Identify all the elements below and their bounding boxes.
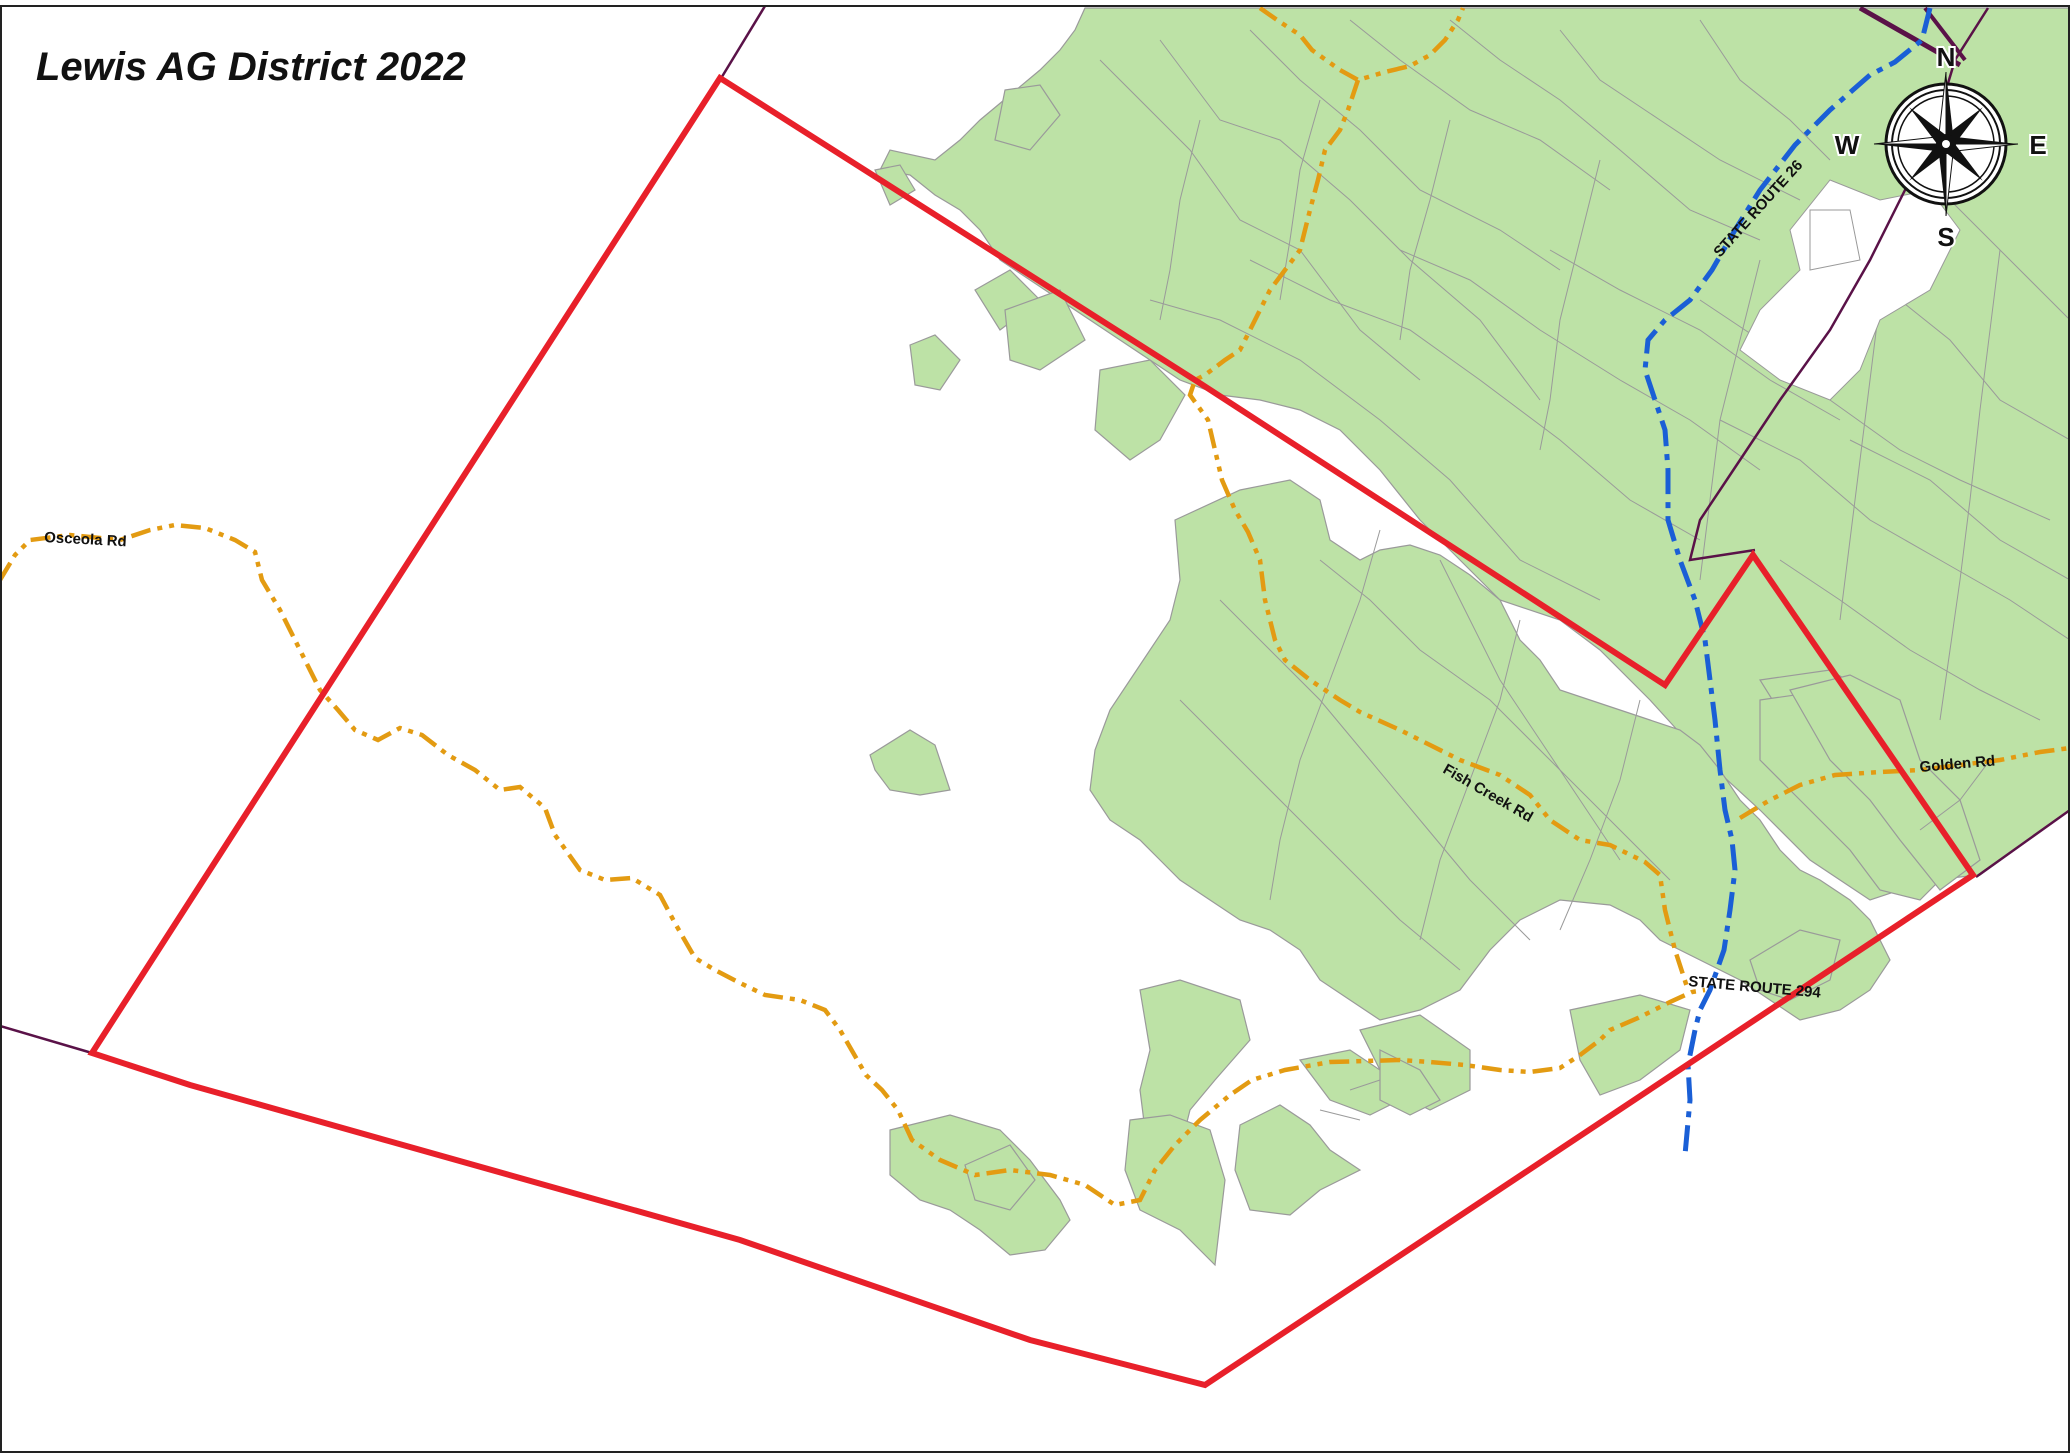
parcel-line-17 (1929, 179, 2070, 321)
compass-letter-s: S (1937, 222, 1954, 252)
parcel-line-4 (1349, 19, 1611, 191)
parcel-line-2 (1159, 39, 1541, 401)
parcel-line-16 (1899, 299, 2070, 441)
town-boundary-west (0, 1024, 93, 1055)
parcel-line-28 (1539, 159, 1601, 451)
parcel-line-3 (1249, 29, 1561, 271)
parcel-line-21 (1439, 559, 1621, 861)
parcel-line-8 (1149, 299, 1601, 601)
map-border (0, 5, 2070, 1453)
label-golden-rd: Golden Rd (1919, 752, 1996, 776)
town-boundary-northwest (718, 5, 767, 81)
parcel-layer (869, 7, 2070, 1267)
osceola-rd-line (0, 522, 1706, 1208)
parcel-line-19 (1219, 599, 1531, 941)
parcel-line-20 (1179, 699, 1461, 971)
parcel-se-right (1789, 674, 1981, 891)
parcel-north-tip-2 (1094, 359, 1186, 461)
parcel-line-27 (1399, 119, 1451, 341)
parcel-line-11 (1549, 249, 1841, 421)
district-boundary (87, 73, 1978, 1389)
label-osceola-rd: Osceola Rd (44, 529, 127, 550)
parcel-lower-east (1569, 994, 1691, 1096)
parcel-line-25 (1159, 119, 1201, 321)
parcel-line-31 (1939, 249, 2001, 721)
compass-letter-n: N (1937, 42, 1956, 72)
parcel-isolated-small (869, 729, 951, 796)
parcel-west-lobe-3 (909, 334, 961, 391)
parcel-mass-northeast (879, 7, 2070, 901)
parcel-lower-west-2 (964, 1144, 1036, 1211)
parcel-line-23 (1419, 619, 1521, 941)
parcel-lower-mid-2 (1124, 1114, 1226, 1267)
parcel-lower-mid-3 (1234, 1104, 1362, 1216)
parcel-line-7 (1699, 19, 1831, 161)
parcel-line-18 (1319, 559, 1671, 881)
parcel-west-lobe-1 (994, 84, 1061, 151)
map-title: Lewis AG District 2022 (36, 45, 466, 89)
compass-letter-w: W (1835, 130, 1860, 160)
clearing-north-strip (1809, 209, 1861, 271)
parcel-line-15 (1849, 439, 2070, 581)
town-boundary-east (1975, 808, 2070, 879)
compass-letter-e: E (2029, 130, 2046, 160)
parcel-west-lobe-4 (1004, 289, 1086, 371)
parcel-central-cluster (1089, 479, 1891, 1021)
parcel-line-30 (1839, 299, 1881, 621)
parcel-line-14 (1779, 559, 2041, 721)
parcel-line-9 (1249, 259, 1701, 541)
parcel-line-22 (1269, 529, 1381, 901)
town-boundary-ne-corner (1858, 5, 1962, 68)
parcel-lower-east-2 (1749, 929, 1841, 1001)
parcel-line-10 (1399, 249, 1761, 471)
parcel-line-6 (1559, 29, 1801, 201)
parcel-line-24 (1559, 699, 1641, 931)
fish-creek-rd-south (1187, 79, 1691, 991)
parcel-line-1 (1099, 59, 1421, 381)
town-boundary-ne-corner-2 (1923, 6, 1967, 62)
compass-rose-icon: N S E W (1833, 40, 2049, 254)
parcel-lower-mid (1139, 979, 1251, 1151)
parcel-lower-mid-6 (1379, 1049, 1441, 1116)
parcel-line-13 (1719, 419, 2070, 641)
parcel-line-5 (1449, 19, 1761, 241)
parcel-line-texture (1099, 19, 2070, 1121)
state-route-layer (1642, 7, 1933, 1156)
parcel-line-29 (1699, 259, 1761, 581)
state-route-26-line (1642, 7, 1933, 1156)
parcel-line-33 (1319, 1079, 1381, 1121)
